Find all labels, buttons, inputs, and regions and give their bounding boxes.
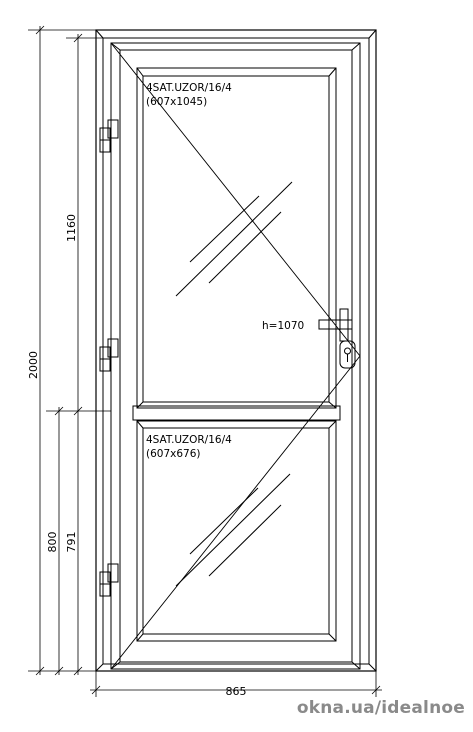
door-sash-outer	[110, 42, 361, 670]
opening-direction-lines	[110, 42, 361, 670]
handle-height-label: h=1070	[262, 320, 304, 332]
lower-glass-spec: 4SAT.UZOR/16/4	[146, 434, 232, 446]
dim-width: 865	[226, 685, 247, 698]
lower-glass-size: (607x676)	[146, 448, 201, 460]
door-frame-inner	[102, 37, 370, 665]
hinge-middle	[99, 338, 119, 372]
upper-glass-reflection	[175, 181, 293, 297]
upper-bead-outer	[136, 67, 337, 409]
dim-upper-height: 1160	[65, 214, 78, 242]
door-handle	[318, 308, 356, 369]
upper-glass-pane	[142, 75, 330, 403]
lower-bead-outer	[136, 420, 337, 642]
watermark: okna.ua/idealnoe	[296, 698, 465, 718]
door-sash-inner	[119, 49, 353, 663]
dim-lower-inner-height: 791	[65, 532, 78, 553]
lower-glass-pane	[142, 427, 330, 635]
hinge-top	[99, 119, 119, 153]
dim-lower-outer-height: 800	[46, 532, 59, 553]
lower-glass-reflection	[175, 473, 291, 587]
dimension-lines	[28, 25, 382, 697]
door-outer-frame	[95, 29, 377, 672]
upper-glass-spec: 4SAT.UZOR/16/4	[146, 82, 232, 94]
hinge-bottom	[99, 563, 119, 597]
dim-total-height: 2000	[27, 351, 40, 379]
middle-transom	[132, 405, 341, 421]
upper-glass-size: (607x1045)	[146, 96, 207, 108]
